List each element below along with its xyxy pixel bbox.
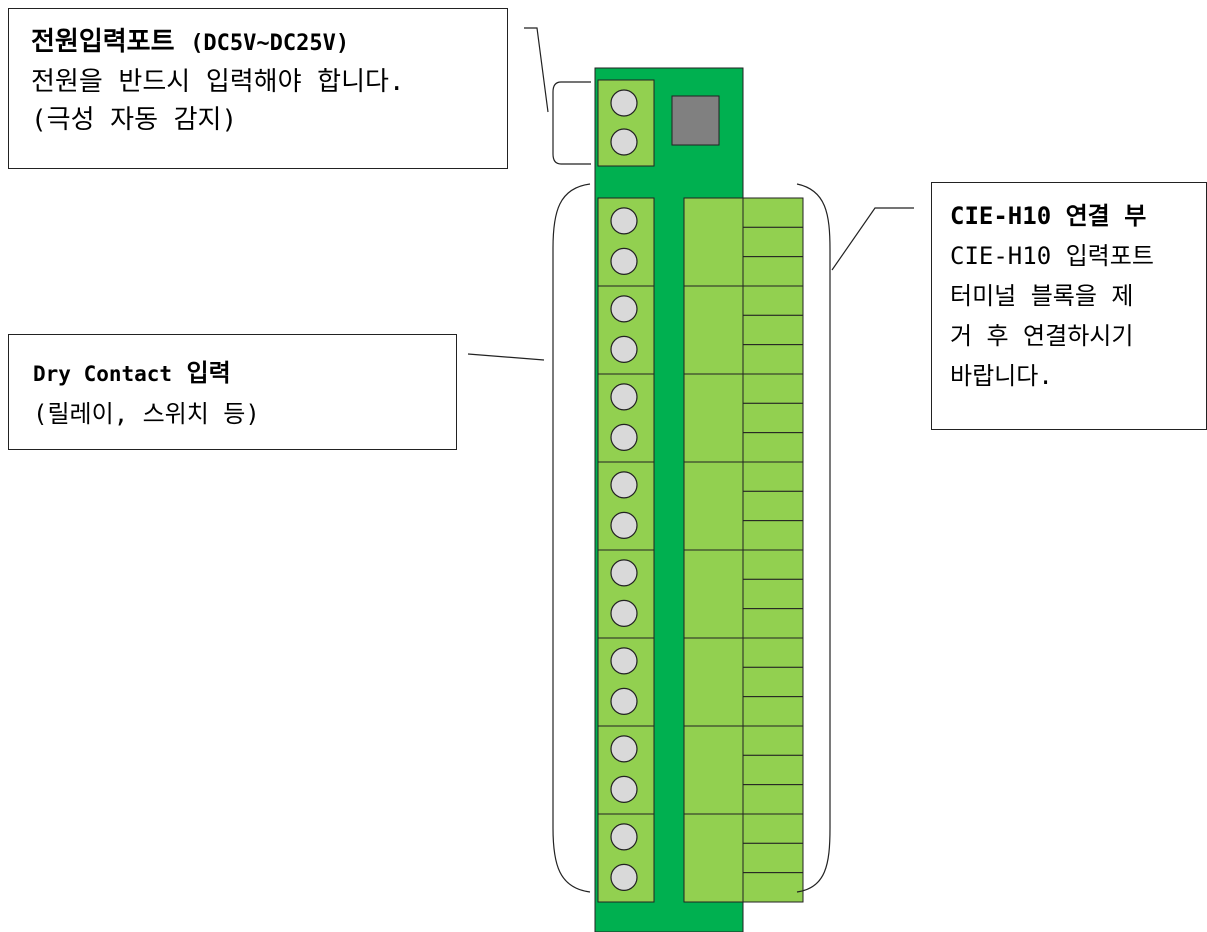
input-screw	[610, 335, 638, 363]
connector-pin	[742, 432, 804, 463]
dry-contact-terminals	[597, 197, 655, 903]
input-screw	[610, 863, 638, 891]
connector-pin	[742, 725, 804, 756]
input-screw	[610, 383, 638, 411]
connector-pin	[742, 373, 804, 404]
cie-bracket	[796, 183, 831, 893]
input-screw	[610, 471, 638, 499]
connector-pin	[742, 696, 804, 727]
power-port-callout: 전원입력포트 (DC5V~DC25V) 전원을 반드시 입력해야 합니다. (극…	[8, 8, 508, 169]
cie-leader-line	[831, 207, 914, 271]
connector-block	[683, 373, 744, 463]
dry-contact-title-ko: 입력	[186, 359, 231, 387]
connector-pin	[742, 344, 804, 375]
connector-block	[683, 549, 744, 639]
connector-pin	[742, 314, 804, 346]
connector-pin	[742, 578, 804, 610]
cie-h10-connector	[683, 197, 804, 903]
input-screw	[610, 559, 638, 587]
connector-pin	[742, 490, 804, 522]
connector-block	[683, 725, 744, 815]
power-port-title-main: 전원입력포트	[31, 27, 175, 57]
power-screw-2	[610, 128, 638, 156]
cie-line-2: CIE-H10 입력포트	[950, 242, 1154, 270]
input-screw	[610, 735, 638, 763]
power-bracket	[552, 81, 591, 165]
connector-block	[683, 813, 744, 903]
input-screw	[610, 295, 638, 323]
connector-pin	[742, 813, 804, 844]
dry-contact-line-2: (릴레이, 스위치 등)	[33, 400, 260, 428]
input-screw	[610, 423, 638, 451]
input-screw	[610, 207, 638, 235]
cie-connection-callout: CIE-H10 연결 부 CIE-H10 입력포트 터미널 블록을 제 거 후 …	[931, 182, 1207, 430]
chip-square	[671, 95, 720, 146]
connector-pin	[742, 666, 804, 698]
input-screw	[610, 247, 638, 275]
dry-contact-leader-line	[467, 353, 545, 361]
power-screw-1	[610, 89, 638, 117]
dry-contact-callout: Dry Contact 입력 (릴레이, 스위치 등)	[8, 334, 457, 450]
input-screw	[610, 511, 638, 539]
power-port-line-2: 전원을 반드시 입력해야 합니다.	[31, 67, 405, 97]
connector-block	[683, 197, 744, 287]
cie-line-4: 거 후 연결하시기	[950, 322, 1134, 350]
connector-pin	[742, 461, 804, 492]
power-port-line-3: (극성 자동 감지)	[31, 105, 238, 135]
input-screw	[610, 599, 638, 627]
power-leader-line	[524, 27, 549, 113]
connector-pin	[742, 784, 804, 815]
dry-contact-title-en: Dry Contact	[33, 362, 173, 386]
connector-pin	[742, 226, 804, 258]
dry-contact-title: Dry Contact 입력	[33, 353, 456, 394]
power-port-voltage: (DC5V~DC25V)	[190, 31, 350, 56]
connector-pin	[742, 285, 804, 316]
connector-block	[683, 461, 744, 551]
connector-pin	[742, 872, 804, 903]
connector-pin	[742, 754, 804, 786]
power-port-title: 전원입력포트 (DC5V~DC25V)	[31, 23, 507, 63]
connector-pin	[742, 402, 804, 434]
connector-block	[683, 637, 744, 727]
cie-title: CIE-H10 연결 부	[950, 202, 1147, 230]
connector-pin	[742, 197, 804, 228]
connector-block	[683, 285, 744, 375]
input-screw	[610, 823, 638, 851]
input-screw	[610, 647, 638, 675]
input-screw	[610, 775, 638, 803]
connector-pin	[742, 520, 804, 551]
dry-contact-bracket	[552, 183, 591, 893]
connector-pin	[742, 842, 804, 874]
connector-pin	[742, 608, 804, 639]
input-screw	[610, 687, 638, 715]
connector-pin	[742, 256, 804, 287]
cie-line-3: 터미널 블록을 제	[950, 282, 1134, 310]
connector-pin	[742, 637, 804, 668]
cie-line-5: 바랍니다.	[950, 362, 1053, 390]
connector-pin	[742, 549, 804, 580]
